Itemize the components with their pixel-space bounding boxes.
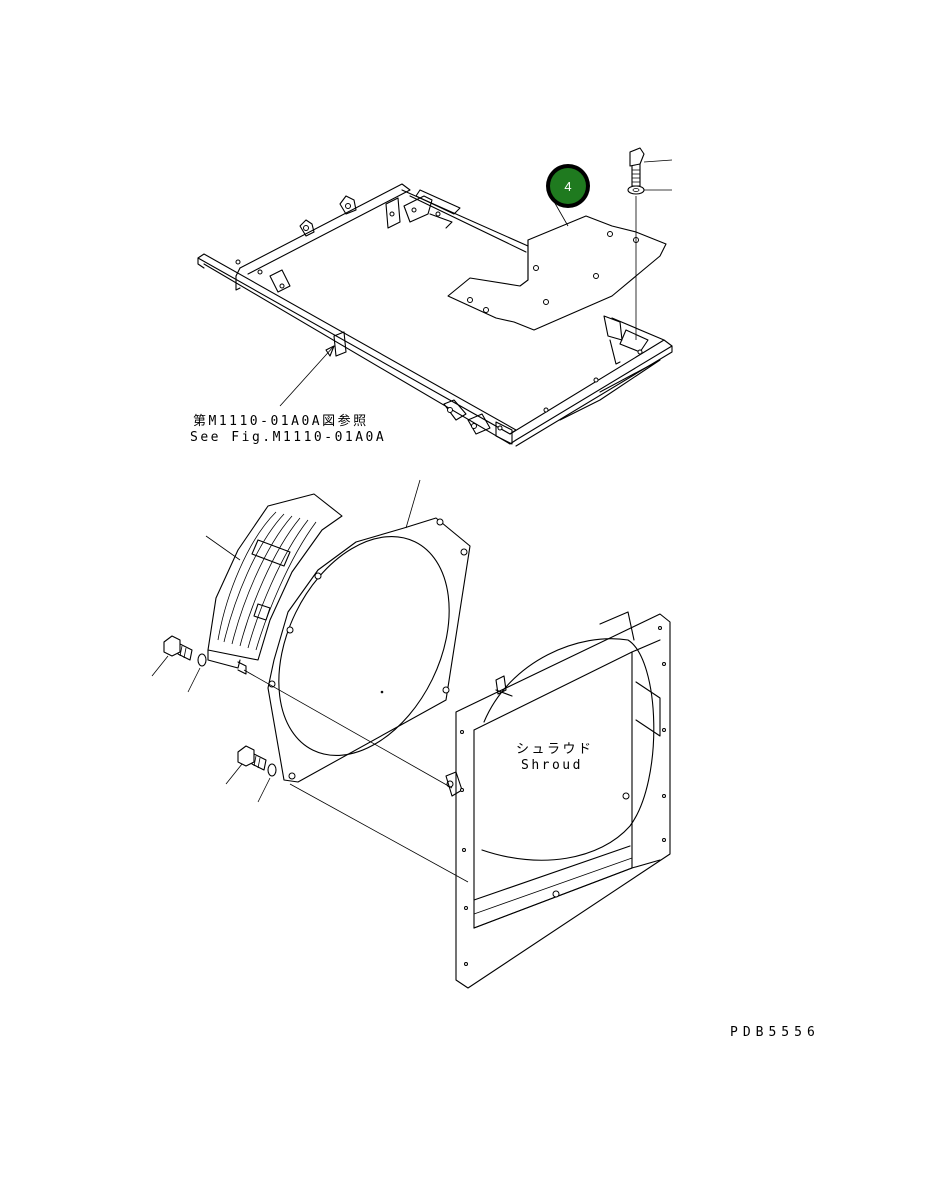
callout-number: 4 xyxy=(550,168,586,204)
cover-plate xyxy=(447,215,667,331)
drawing-code: PDB5556 xyxy=(730,1025,820,1040)
shroud-label-jp: シュラウド xyxy=(516,742,594,757)
leader-reference xyxy=(279,345,335,407)
ring-bolt xyxy=(225,745,277,803)
shroud-label-en: Shroud xyxy=(521,758,583,773)
leader-reference-arrow xyxy=(325,345,335,357)
guard-bolt xyxy=(151,635,207,693)
shroud xyxy=(445,611,671,989)
alignment-line-upper xyxy=(243,669,453,789)
callout-marker: 4 xyxy=(546,164,590,208)
reference-note-en: See Fig.M1110-01A0A xyxy=(190,430,387,445)
alignment-line-lower xyxy=(289,783,469,883)
fan-ring xyxy=(267,517,471,783)
leader-guard xyxy=(205,535,241,561)
frame-assembly xyxy=(197,183,673,447)
fan-guard xyxy=(207,493,343,675)
reference-note-jp: 第M1110-01A0A図参照 xyxy=(193,414,369,429)
cover-bolt xyxy=(627,147,673,340)
leader-ring xyxy=(405,479,421,529)
